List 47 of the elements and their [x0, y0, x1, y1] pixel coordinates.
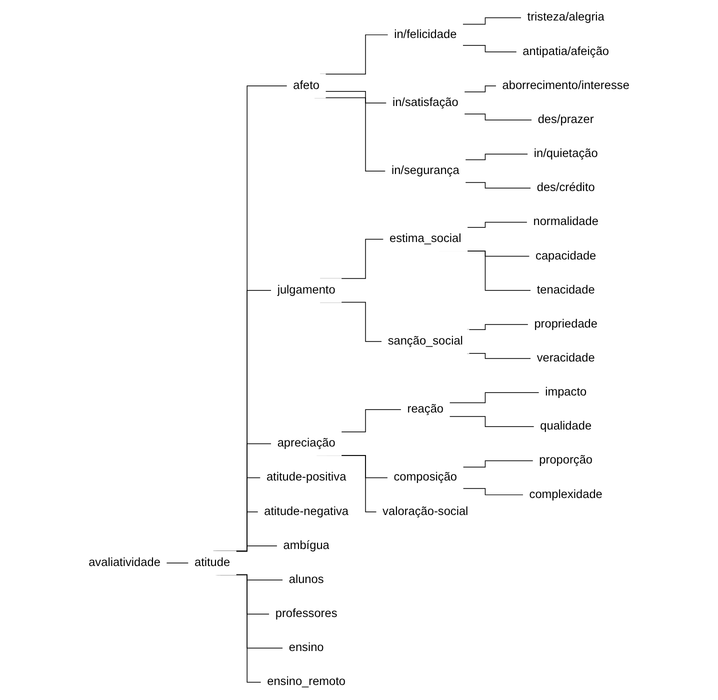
- connector: [325, 91, 387, 104]
- node-text: alunos: [288, 573, 324, 586]
- connector: [462, 45, 518, 52]
- connector: [166, 562, 189, 564]
- node-text: ensino: [288, 641, 324, 654]
- node-text: normalidade: [533, 216, 598, 228]
- node-text: tenacidade: [536, 284, 595, 296]
- node-text: ambígua: [283, 539, 330, 552]
- node-text: propriedade: [534, 318, 598, 330]
- node-text: qualidade: [540, 420, 592, 433]
- connector: [466, 324, 529, 330]
- node-text: atitude-negativa: [264, 505, 348, 518]
- node-text: tristeza/alegria: [527, 11, 604, 24]
- node-text: atitude-positiva: [266, 471, 346, 484]
- node-text: in/quietação: [534, 147, 598, 160]
- connector: [464, 182, 532, 189]
- node-text: composição: [394, 471, 457, 484]
- connector: [466, 222, 528, 228]
- connector: [466, 352, 532, 359]
- connector: [236, 546, 278, 552]
- node-text: in/segurança: [391, 164, 460, 178]
- node-text: aborrecimento/interesse: [502, 79, 630, 92]
- node-text: des/crédito: [536, 181, 595, 194]
- connector: [462, 17, 522, 25]
- node-text: proporção: [539, 454, 593, 467]
- connector: [462, 488, 524, 496]
- node-text: sanção_social: [388, 334, 463, 348]
- connector: [464, 86, 497, 92]
- node-text: complexidade: [529, 488, 602, 501]
- connector: [236, 574, 284, 580]
- node-text: in/satisfação: [392, 96, 458, 109]
- node-text: in/felicidade: [394, 28, 457, 41]
- node-text: antipatia/afeição: [522, 45, 609, 58]
- connector: [464, 114, 532, 120]
- connector: [449, 416, 535, 428]
- node-text: impacto: [545, 386, 587, 399]
- node-text: capacidade: [536, 250, 596, 262]
- node-text: professores: [275, 607, 338, 620]
- node-text: veracidade: [536, 352, 595, 364]
- node-text: des/prazer: [538, 113, 594, 126]
- connector: [464, 154, 528, 160]
- node-text: valoração-social: [382, 505, 468, 518]
- node-text: reação: [407, 402, 444, 416]
- connector: [449, 392, 540, 404]
- connector: [462, 460, 534, 468]
- node-text: ensino_remoto: [267, 676, 346, 688]
- node-text: avaliatividade: [88, 556, 160, 569]
